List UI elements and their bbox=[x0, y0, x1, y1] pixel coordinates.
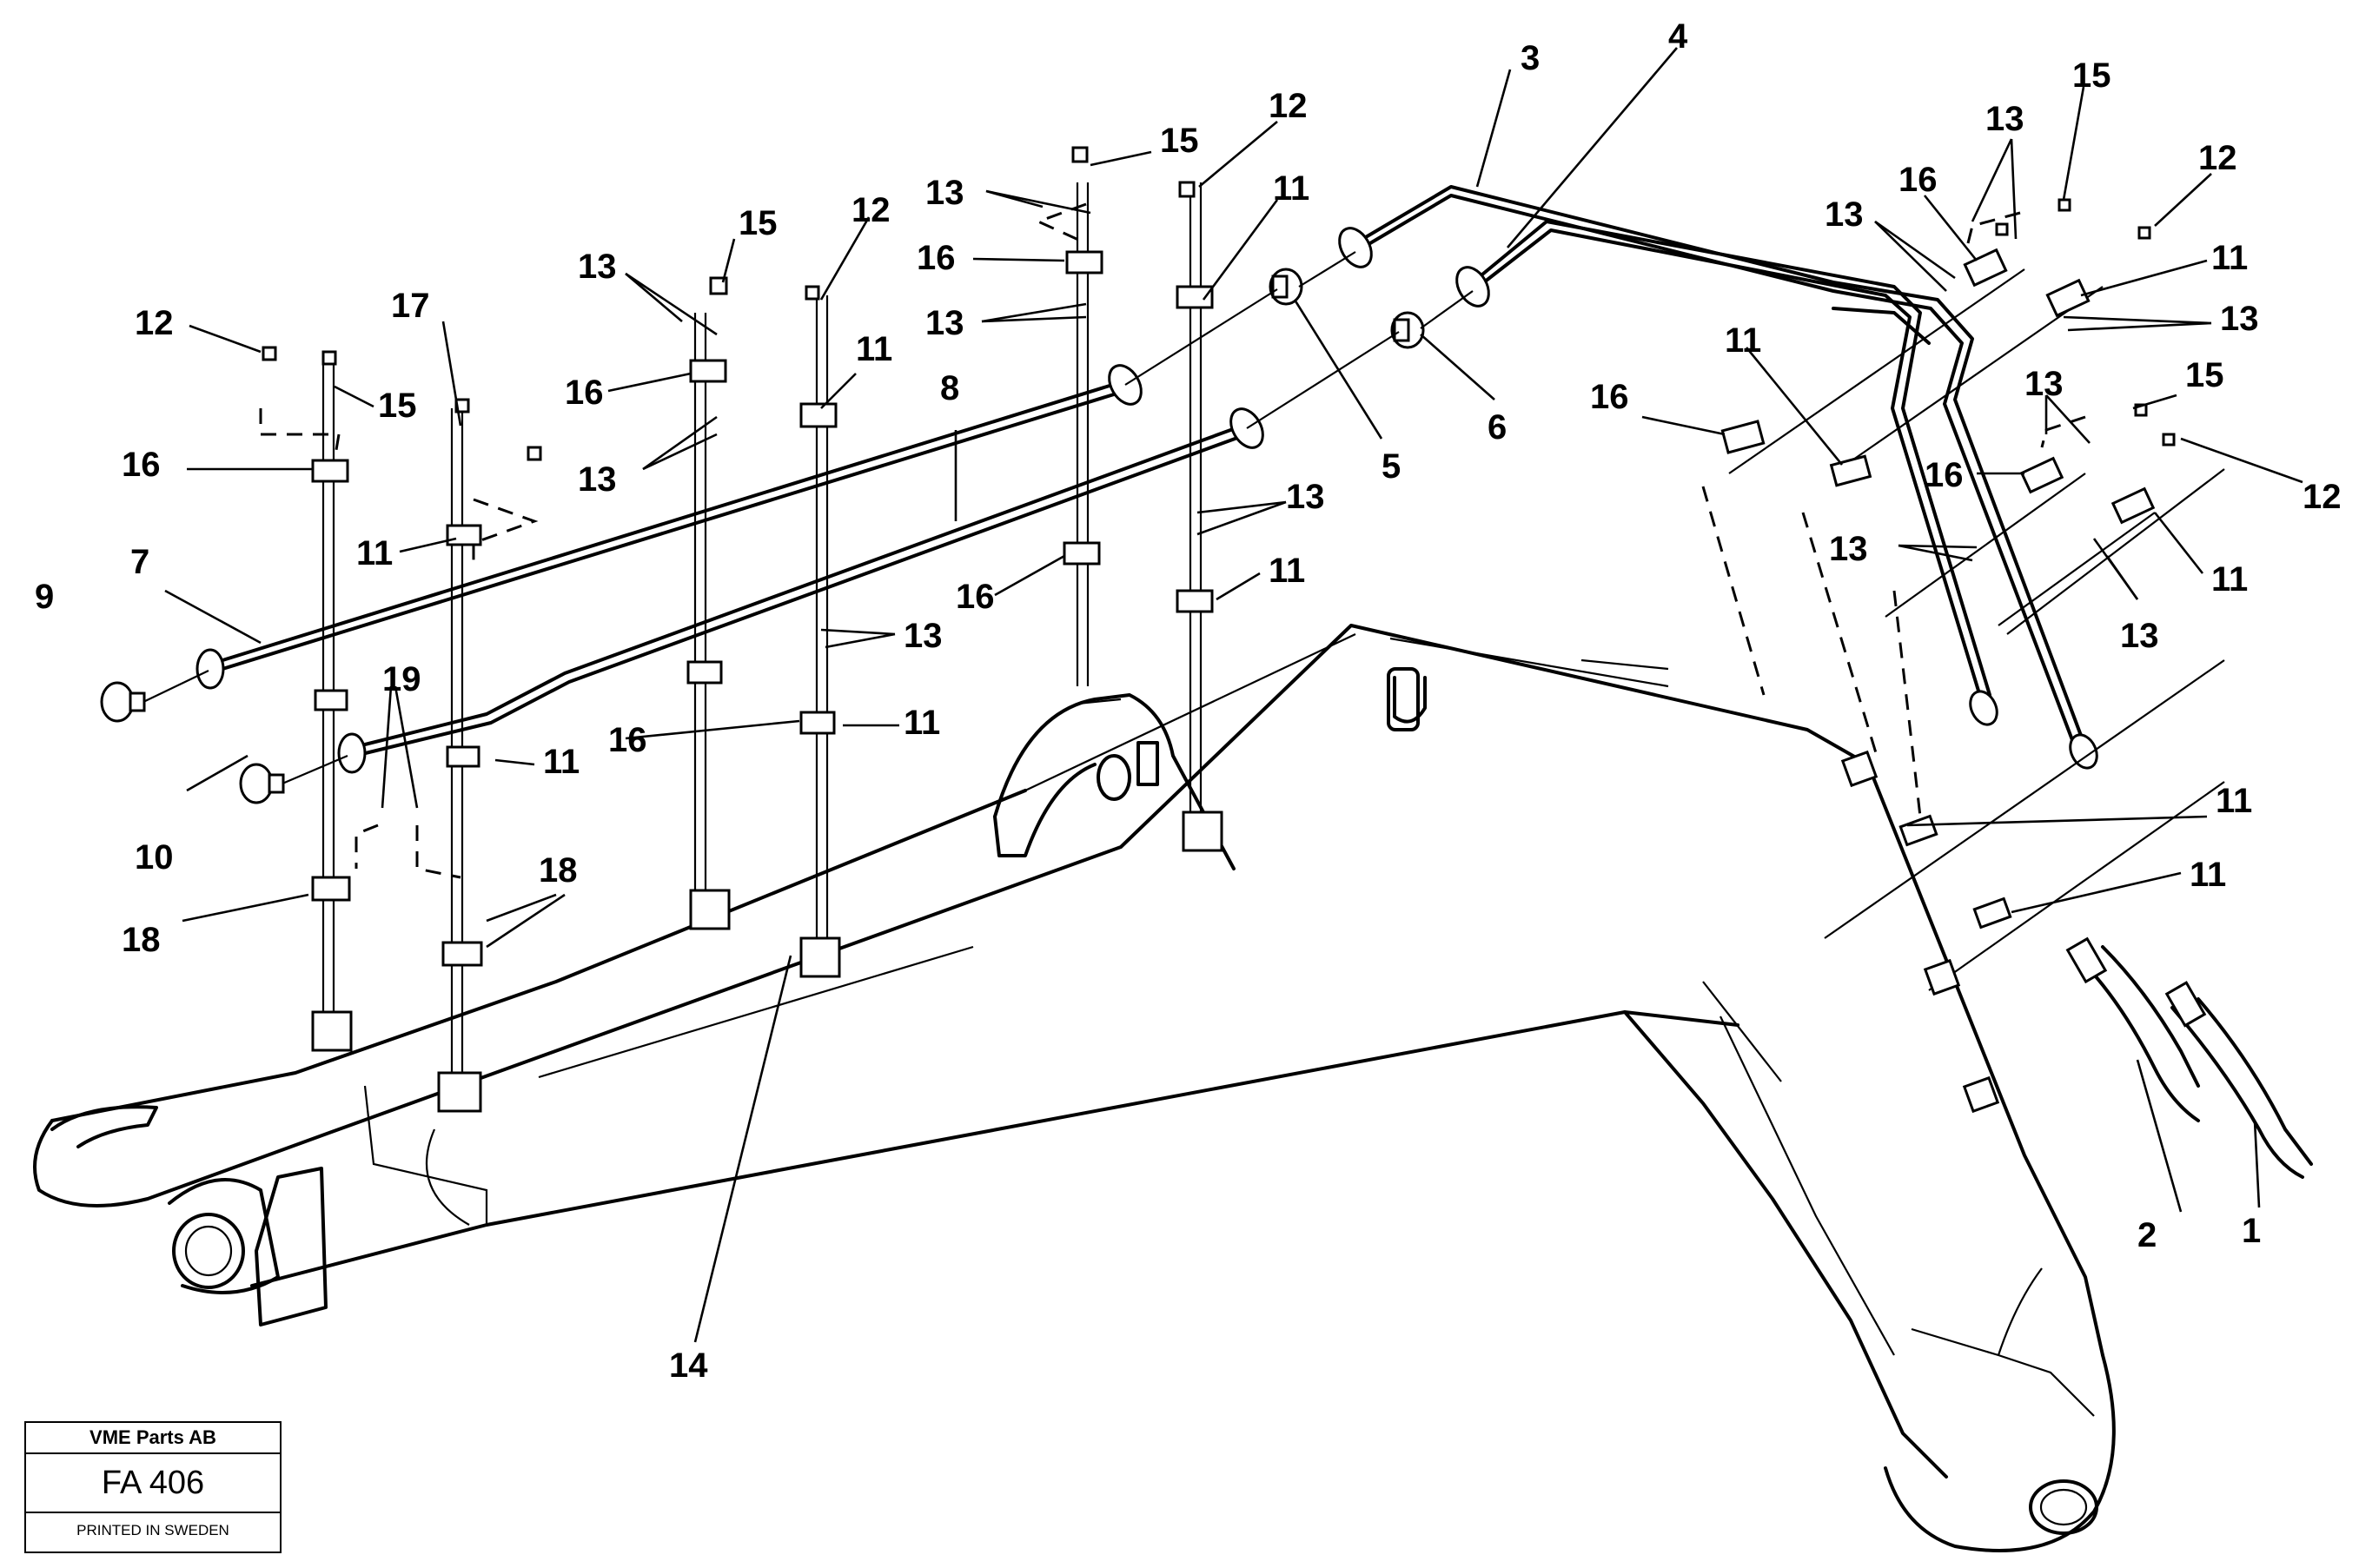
callout-11: 11 bbox=[1273, 169, 1309, 208]
callout-3: 3 bbox=[1521, 39, 1540, 77]
callout-16: 16 bbox=[917, 239, 956, 277]
callout-13: 13 bbox=[1985, 100, 2024, 138]
callout-15: 15 bbox=[1160, 122, 1199, 160]
callout-12: 12 bbox=[2303, 478, 2342, 516]
callout-18: 18 bbox=[539, 851, 578, 890]
title-block: VME Parts AB FA 406 PRINTED IN SWEDEN bbox=[24, 1421, 282, 1553]
adapter-6 bbox=[1390, 311, 1425, 349]
callout-8: 8 bbox=[940, 369, 959, 407]
callout-7: 7 bbox=[130, 543, 149, 581]
callout-12: 12 bbox=[2198, 139, 2237, 177]
callout-10: 10 bbox=[135, 838, 174, 877]
callout-13: 13 bbox=[904, 617, 943, 655]
callout-16: 16 bbox=[122, 446, 161, 484]
callout-11: 11 bbox=[856, 330, 892, 368]
callout-11: 11 bbox=[356, 534, 393, 572]
callout-12: 12 bbox=[1269, 87, 1308, 125]
callout-13: 13 bbox=[2220, 300, 2259, 338]
callout-16: 16 bbox=[1925, 456, 1964, 494]
boom-arm bbox=[33, 624, 2116, 1552]
callout-15: 15 bbox=[2185, 356, 2224, 394]
callout-labels: 1 2 3 4 5 6 7 8 9 10 14 17 19 11 11 11 1… bbox=[35, 17, 2342, 1385]
callout-11: 11 bbox=[1725, 321, 1761, 360]
callout-13: 13 bbox=[925, 174, 964, 212]
callout-13: 13 bbox=[1286, 478, 1325, 516]
callout-4: 4 bbox=[1668, 17, 1688, 56]
callout-11: 11 bbox=[2190, 856, 2226, 894]
callout-13: 13 bbox=[1825, 195, 1864, 234]
callout-15: 15 bbox=[2072, 56, 2111, 95]
callout-15: 15 bbox=[378, 387, 417, 425]
callout-14: 14 bbox=[669, 1346, 708, 1385]
callout-2: 2 bbox=[2137, 1216, 2157, 1254]
callout-13: 13 bbox=[578, 248, 617, 286]
pipe-clamps bbox=[311, 248, 2156, 1114]
callout-15: 15 bbox=[739, 204, 778, 242]
callout-16: 11 bbox=[2216, 782, 2252, 820]
pipe-fittings bbox=[195, 227, 2098, 774]
callout-12: 12 bbox=[851, 191, 891, 229]
plug-9 bbox=[100, 681, 146, 723]
callout-16: 16 bbox=[1590, 378, 1629, 416]
callout-16: 16 bbox=[956, 578, 995, 616]
callout-13: 13 bbox=[2120, 617, 2159, 655]
callout-11: 11 bbox=[1269, 552, 1305, 590]
plug-10 bbox=[239, 763, 285, 804]
callout-19: 19 bbox=[382, 660, 421, 698]
callout-11: 11 bbox=[543, 743, 580, 781]
callout-13: 13 bbox=[578, 460, 617, 499]
callout-13: 13 bbox=[2024, 365, 2064, 403]
callout-17: 17 bbox=[391, 287, 430, 325]
callout-16: 16 bbox=[608, 721, 647, 759]
callout-16: 16 bbox=[565, 374, 604, 412]
adapter-5 bbox=[1269, 268, 1303, 306]
callout-11: 11 bbox=[2211, 560, 2248, 599]
hydraulic-pipes bbox=[207, 185, 2313, 1179]
drawing-code: FA 406 bbox=[26, 1454, 280, 1513]
callout-9: 9 bbox=[35, 578, 54, 616]
callout-5: 5 bbox=[1382, 447, 1401, 486]
callout-16: 16 bbox=[1898, 161, 1938, 199]
company-name: VME Parts AB bbox=[26, 1423, 280, 1454]
callout-12: 12 bbox=[135, 304, 174, 342]
callout-11: 11 bbox=[2211, 239, 2248, 277]
screws bbox=[262, 146, 2176, 461]
callout-11: 11 bbox=[904, 704, 940, 742]
callout-13: 13 bbox=[925, 304, 964, 342]
callout-18: 18 bbox=[122, 921, 161, 959]
callout-13: 13 bbox=[1829, 530, 1868, 568]
leader-lines bbox=[164, 47, 2303, 1343]
callout-1: 1 bbox=[2242, 1212, 2261, 1250]
printed-in-label: PRINTED IN SWEDEN bbox=[76, 1522, 229, 1538]
callout-6: 6 bbox=[1488, 408, 1507, 447]
